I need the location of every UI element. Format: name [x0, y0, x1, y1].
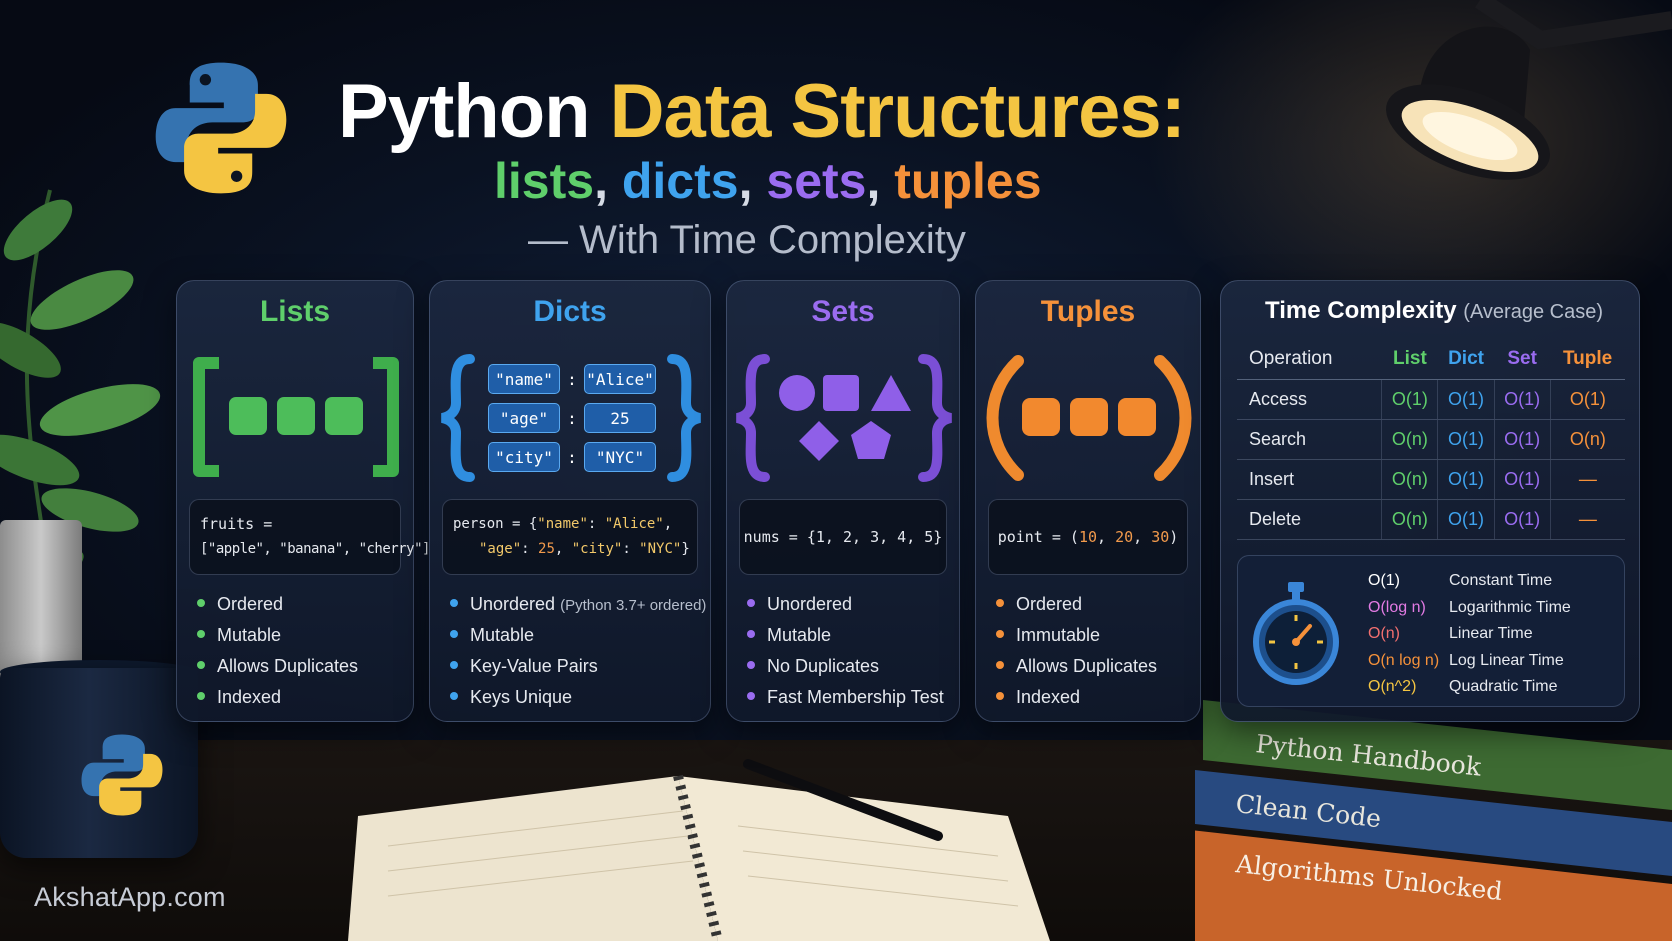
code-snippet-lists: fruits = ["apple", "banana", "cherry"] — [189, 499, 430, 575]
card-sets: Sets nums = {1, 2, 3, 4, 5} Unordered Mu… — [726, 280, 960, 722]
column-header: List — [1381, 339, 1438, 380]
card-dicts: Dicts "name" : "Alice" "age" : 25 "city"… — [429, 280, 711, 722]
subtitle-dicts: dicts — [621, 153, 739, 209]
code-line: nums = {1, 2, 3, 4, 5} — [743, 527, 943, 546]
list-brackets-icon — [193, 357, 399, 477]
code-line: "age": 25, "city": "NYC"} — [479, 541, 690, 557]
legend-item: O(n^2)Quadratic Time — [1368, 678, 1558, 695]
feature-list-lists: Ordered Mutable Allows Duplicates Indexe… — [197, 589, 358, 713]
code-line: point = (10, 20, 30) — [997, 527, 1179, 546]
code-line: fruits = — [200, 515, 273, 533]
legend-item: O(n log n)Log Linear Time — [1368, 651, 1564, 669]
legend-item: O(1)Constant Time — [1368, 572, 1553, 589]
complexity-legend: O(1)Constant Time O(log n)Logarithmic Ti… — [1237, 555, 1625, 707]
code-snippet-sets: nums = {1, 2, 3, 4, 5} — [739, 499, 947, 575]
list-item: Indexed — [197, 682, 358, 713]
code-line: ["apple", "banana", "cherry"] — [200, 541, 430, 557]
subtitle-lists: lists — [494, 153, 595, 209]
subtitle-tuples: tuples — [894, 153, 1042, 209]
list-item: Allows Duplicates — [996, 651, 1157, 682]
dict-braces-icon — [440, 354, 702, 482]
list-item: Indexed — [996, 682, 1157, 713]
title-python: Python — [338, 69, 591, 154]
card-tuples: Tuples point = (10, 20, 30) Ordered Immu… — [975, 280, 1201, 722]
card-title-lists: Lists — [259, 295, 331, 328]
list-item: Immutable — [996, 620, 1157, 651]
list-item: Keys Unique — [450, 682, 706, 713]
list-item: Allows Duplicates — [197, 651, 358, 682]
dict-pair: "city" : "NYC" — [488, 441, 656, 473]
complexity-table: Operation List Dict Set Tuple Access O(1… — [1237, 339, 1625, 540]
page-title: Python Data Structures: — [338, 68, 1186, 155]
subtitle-sep: , — [594, 153, 608, 209]
subtitle-sep: , — [738, 153, 753, 209]
column-header: Dict — [1437, 339, 1495, 380]
column-header: Tuple — [1550, 339, 1625, 380]
notebook-icon — [348, 759, 1050, 941]
python-logo-icon — [155, 62, 287, 194]
books-stack: Python Handbook Clean Code Algorithms Un… — [1195, 700, 1672, 941]
list-item: Key-Value Pairs — [450, 651, 706, 682]
list-item: Ordered — [996, 589, 1157, 620]
legend-item: O(n)Linear Time — [1368, 625, 1533, 642]
code-snippet-tuples: point = (10, 20, 30) — [988, 499, 1188, 575]
legend-item: O(log n)Logarithmic Time — [1368, 598, 1571, 616]
list-item: Unordered — [747, 589, 944, 620]
python-logo-icon — [81, 734, 163, 816]
tagline: — With Time Complexity — [528, 218, 966, 262]
list-item: Mutable — [197, 620, 358, 651]
table-row: Search O(n) O(1) O(1) O(n) — [1237, 419, 1625, 460]
tuple-parens-icon — [986, 355, 1192, 481]
coffee-mug — [0, 668, 198, 858]
code-snippet-dicts: person = {"name": "Alice", "age": 25, "c… — [442, 499, 698, 575]
panel-title: Time Complexity (Average Case) — [1265, 297, 1603, 324]
stopwatch-icon — [1253, 582, 1339, 685]
legend-list: O(1)Constant Time O(log n)Logarithmic Ti… — [1368, 568, 1571, 701]
table-row: Insert O(n) O(1) O(1) — — [1237, 459, 1625, 500]
code-line: person = {"name": "Alice", — [453, 516, 673, 532]
list-item: Mutable — [747, 620, 944, 651]
page-subtitle: lists, dicts, sets, tuples — [494, 152, 1042, 210]
column-header: Operation — [1237, 339, 1382, 380]
card-title-tuples: Tuples — [1040, 295, 1136, 328]
list-item: No Duplicates — [747, 651, 944, 682]
dict-pair: "name" : "Alice" — [488, 363, 656, 395]
list-item: Mutable — [450, 620, 706, 651]
desk-lamp-icon — [1386, 0, 1672, 180]
card-title-dicts: Dicts — [533, 295, 607, 328]
column-header: Set — [1494, 339, 1551, 380]
time-complexity-panel: Time Complexity (Average Case) Operation… — [1220, 280, 1640, 722]
table-row: Access O(1) O(1) O(1) O(1) — [1237, 379, 1625, 420]
title-data-structures: Data Structures: — [609, 69, 1186, 154]
feature-list-sets: Unordered Mutable No Duplicates Fast Mem… — [747, 589, 944, 713]
subtitle-sets: sets — [766, 153, 867, 209]
list-item: Fast Membership Test — [747, 682, 944, 713]
feature-list-dicts: Unordered (Python 3.7+ ordered) Mutable … — [450, 589, 706, 713]
list-item: Ordered — [197, 589, 358, 620]
feature-list-tuples: Ordered Immutable Allows Duplicates Inde… — [996, 589, 1157, 713]
watermark: AkshatApp.com — [34, 882, 226, 912]
list-item: Unordered (Python 3.7+ ordered) — [450, 589, 706, 620]
dict-pair: "age" : 25 — [488, 402, 656, 434]
dict-illustration: "name" : "Alice" "age" : 25 "city" : "NY… — [430, 353, 710, 483]
subtitle-sep: , — [866, 153, 881, 209]
table-header-row: Operation List Dict Set Tuple — [1237, 339, 1625, 380]
card-title-sets: Sets — [811, 295, 875, 328]
card-lists: Lists fruits = ["apple", "banana", "cher… — [176, 280, 430, 722]
set-shapes-icon — [735, 354, 953, 482]
table-row: Delete O(n) O(1) O(1) — — [1237, 499, 1625, 540]
